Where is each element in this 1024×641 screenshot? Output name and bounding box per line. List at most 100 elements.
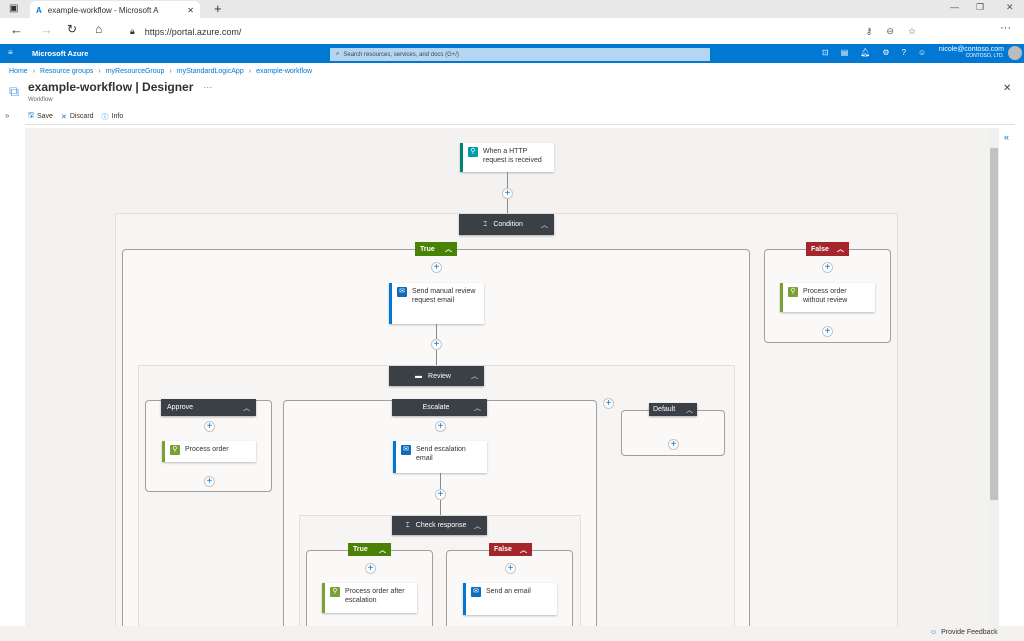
directory-icon[interactable]: ▤ xyxy=(840,48,849,57)
forward-icon[interactable]: → xyxy=(40,22,53,37)
search-input[interactable]: ⌕Search resources, services, and docs (G… xyxy=(330,48,710,61)
browser-tab[interactable]: A example-workflow - Microsoft A ✕ xyxy=(30,1,200,19)
avatar[interactable] xyxy=(1008,46,1022,60)
provide-feedback-button[interactable]: ☺Provide Feedback xyxy=(930,629,998,636)
close-window-button[interactable]: ✕ xyxy=(1006,2,1014,12)
more-options-icon[interactable]: ··· xyxy=(203,82,213,92)
feedback-icon: ☺ xyxy=(930,629,938,636)
check-response-header[interactable]: ⌶Check response︿ xyxy=(392,516,487,535)
close-blade-icon[interactable]: ✕ xyxy=(1003,83,1012,94)
minimize-button[interactable]: — xyxy=(950,2,959,12)
refresh-icon[interactable]: ↻ xyxy=(67,22,78,36)
cloud-shell-icon[interactable]: ⊡ xyxy=(822,48,829,57)
add-step-button[interactable]: + xyxy=(505,563,516,574)
process-order-after-escalation-card[interactable]: ⚲Process order after escalation xyxy=(322,583,417,613)
card-title: Process order after escalation xyxy=(345,588,405,604)
true-label[interactable]: True︿ xyxy=(415,242,457,256)
new-tab-button[interactable]: + xyxy=(214,1,222,16)
info-label: Info xyxy=(111,113,124,120)
switch-icon: ▬ xyxy=(415,372,423,380)
add-step-button[interactable]: + xyxy=(435,421,446,432)
false-label[interactable]: False ︿ xyxy=(489,543,532,556)
trigger-card[interactable]: ⚲When a HTTP request is received xyxy=(460,143,554,172)
http-request-icon: ⚲ xyxy=(468,147,478,157)
review-header[interactable]: ▬Review︿ xyxy=(389,366,484,386)
label-text: True xyxy=(353,546,368,553)
collapse-icon[interactable]: ︿ xyxy=(473,404,481,412)
default-header[interactable]: Default︿ xyxy=(649,403,697,416)
add-step-button[interactable]: + xyxy=(431,262,442,273)
save-button[interactable]: 🖫︎Save xyxy=(28,111,53,122)
key-icon[interactable]: ⚷ xyxy=(865,26,873,36)
add-step-button[interactable]: + xyxy=(822,326,833,337)
restore-button[interactable]: ❐ xyxy=(976,2,985,12)
approve-header[interactable]: Approve︿ xyxy=(161,399,256,416)
false-label[interactable]: False︿ xyxy=(806,242,849,256)
collapse-icon[interactable]: ︿ xyxy=(379,546,386,554)
add-step-button[interactable]: + xyxy=(668,439,679,450)
back-icon[interactable]: ← xyxy=(10,22,23,37)
feedback-icon[interactable]: ☺ xyxy=(918,48,927,57)
send-review-email-card[interactable]: ✉Send manual review request email xyxy=(389,283,484,324)
process-order-without-review-card[interactable]: ⚲Process order without review xyxy=(780,283,875,312)
collapse-icon[interactable]: ︿ xyxy=(445,246,452,253)
function-icon: ⚲ xyxy=(788,287,798,297)
crumb-logic-app[interactable]: myStandardLogicApp xyxy=(176,68,244,75)
vertical-scrollbar[interactable] xyxy=(989,128,999,626)
label-text: False xyxy=(494,546,512,553)
help-icon[interactable]: ? xyxy=(901,48,907,57)
add-step-button[interactable]: + xyxy=(431,339,442,350)
collapse-icon[interactable]: ︿ xyxy=(473,522,481,530)
condition-header[interactable]: ⌶Condition︿ xyxy=(459,214,554,235)
bell-icon[interactable]: 🔔︎ xyxy=(860,48,871,57)
add-step-button[interactable]: + xyxy=(204,476,215,487)
zoom-icon[interactable]: ⊖ xyxy=(886,26,894,36)
collapse-icon[interactable]: ︿ xyxy=(541,221,548,229)
browser-tab-bar: ▣ A example-workflow - Microsoft A ✕ + —… xyxy=(0,0,1024,19)
feedback-label: Provide Feedback xyxy=(941,629,998,636)
crumb-resource-groups[interactable]: Resource groups xyxy=(40,68,94,75)
header-title: Check response xyxy=(415,522,467,529)
add-step-button[interactable]: + xyxy=(502,188,513,199)
escalate-header[interactable]: Escalate︿ xyxy=(392,399,487,416)
url-input[interactable]: 🔒︎ https://portal.azure.com/ ⚷ ⊖ ☆ xyxy=(118,21,928,42)
crumb-workflow[interactable]: example-workflow xyxy=(256,68,313,75)
collapse-icon[interactable]: ︿ xyxy=(243,404,250,412)
add-step-button[interactable]: + xyxy=(204,421,215,432)
add-case-button[interactable]: + xyxy=(603,398,614,409)
discard-label: Discard xyxy=(69,113,94,120)
account[interactable]: nicole@contoso.com CONTOSO, LTD. xyxy=(939,46,1004,60)
brand[interactable]: Microsoft Azure xyxy=(32,49,89,58)
discard-button[interactable]: ✕Discard xyxy=(61,111,94,122)
scrollbar-thumb[interactable] xyxy=(990,148,998,500)
page-title: example-workflow | Designer xyxy=(28,80,194,94)
favorites-icon[interactable]: ☆ xyxy=(907,26,916,36)
send-an-email-card[interactable]: ✉Send an email xyxy=(463,583,557,615)
lock-icon: 🔒︎ xyxy=(130,26,135,36)
crumb-home[interactable]: Home xyxy=(9,68,28,75)
send-escalation-email-card[interactable]: ✉Send escalation email xyxy=(393,441,487,473)
process-order-card[interactable]: ⚲Process order xyxy=(162,441,256,462)
save-icon: 🖫︎ xyxy=(28,112,34,119)
designer-canvas[interactable]: ⚲When a HTTP request is received + ⌶Cond… xyxy=(25,128,989,626)
menu-icon[interactable]: ≡ xyxy=(8,48,13,57)
collapse-icon[interactable]: ︿ xyxy=(686,406,693,414)
collapse-panel-icon[interactable]: « xyxy=(1004,132,1010,142)
collapse-icon[interactable]: ︿ xyxy=(837,246,844,253)
collapse-icon[interactable]: ︿ xyxy=(520,546,527,554)
card-title: Send manual review request email xyxy=(412,288,476,304)
home-icon[interactable]: ⌂ xyxy=(95,22,103,36)
page-subtitle: Workflow xyxy=(28,97,53,103)
add-step-button[interactable]: + xyxy=(822,262,833,273)
add-step-button[interactable]: + xyxy=(365,563,376,574)
tab-actions-icon[interactable]: ▣ xyxy=(9,3,19,14)
true-label[interactable]: True ︿ xyxy=(348,543,391,556)
more-icon[interactable]: ··· xyxy=(1000,22,1011,34)
crumb-resource-group[interactable]: myResourceGroup xyxy=(105,68,165,75)
gear-icon[interactable]: ⚙ xyxy=(882,48,890,57)
add-step-button[interactable]: + xyxy=(435,489,446,500)
collapse-icon[interactable]: ︿ xyxy=(470,373,478,380)
close-tab-icon[interactable]: ✕ xyxy=(187,5,194,15)
expand-menu-icon[interactable]: » xyxy=(5,111,10,120)
